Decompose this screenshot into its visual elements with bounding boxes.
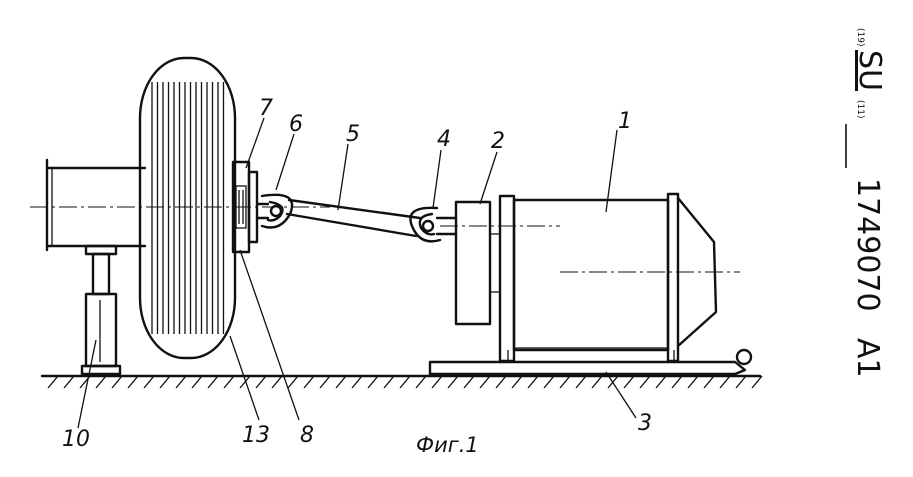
patent-kind: A1 <box>850 338 885 378</box>
jack <box>80 244 122 376</box>
figure-caption: Фиг.1 <box>416 433 479 457</box>
ground-hatch-line <box>511 375 523 389</box>
ground-hatch-line <box>383 375 395 389</box>
ground-hatch-line <box>287 375 299 389</box>
ground-hatch-line <box>655 375 667 389</box>
ground-hatch-line <box>543 375 555 389</box>
universal-joint-stand <box>409 206 458 243</box>
ground-hatch-line <box>223 375 235 389</box>
label-1: 1 <box>618 109 632 134</box>
patent-number: 1749070 <box>850 178 885 312</box>
base-frame <box>428 348 753 376</box>
ground-hatch-line <box>415 375 427 389</box>
ground-hatch-line <box>303 375 315 389</box>
ground-hatch-line <box>239 375 251 389</box>
callout-labels: 1 2 3 4 5 6 7 8 10 13 <box>62 96 652 452</box>
ground-hatch-line <box>703 375 715 389</box>
ground-hatch-line <box>159 375 171 389</box>
label-6: 6 <box>289 112 303 137</box>
ground-hatch-line <box>335 375 347 389</box>
ground-hatch-line <box>719 375 731 389</box>
drive-unit <box>512 192 718 363</box>
ground-hatch-line <box>639 375 651 389</box>
patent-identifier: (19) SU (11) 1749070 A1 <box>845 28 887 378</box>
ground-hatch-line <box>47 375 59 389</box>
label-2: 2 <box>491 129 505 154</box>
ground-hatch-line <box>95 375 107 389</box>
ground-hatch-line <box>687 375 699 389</box>
ground-hatch-line <box>191 375 203 389</box>
wheel-tire <box>138 56 237 360</box>
label-13: 13 <box>242 423 270 448</box>
ground-hatch-line <box>735 375 747 389</box>
label-4: 4 <box>437 127 451 152</box>
axle-housing <box>45 158 147 252</box>
universal-joint-wheel <box>255 193 294 229</box>
ground-hatch-line <box>463 375 475 389</box>
ground-hatch-line <box>431 375 443 389</box>
ground-hatch-line <box>479 375 491 389</box>
label-7: 7 <box>259 96 273 121</box>
country-prefix: (19) <box>855 28 865 46</box>
ground-hatch-line <box>671 375 683 389</box>
label-3: 3 <box>638 411 652 436</box>
ground-hatch-line <box>559 375 571 389</box>
ground-hatch-line <box>527 375 539 389</box>
ground-hatch-line <box>127 375 139 389</box>
label-5: 5 <box>346 122 360 147</box>
ground-hatch-line <box>495 375 507 389</box>
label-8: 8 <box>300 423 314 448</box>
country-code: SU <box>852 50 887 91</box>
ground-hatch-line <box>623 375 635 389</box>
ground-hatch-line <box>111 375 123 389</box>
ground-hatch-line <box>351 375 363 389</box>
ground-hatch-line <box>447 375 459 389</box>
ground-hatch-line <box>175 375 187 389</box>
cardan-shaft <box>285 198 422 238</box>
ground-hatch-line <box>575 375 587 389</box>
ground <box>40 374 763 389</box>
ground-hatch-line <box>63 375 75 389</box>
ground-hatch-line <box>367 375 379 389</box>
ground-hatch-line <box>591 375 603 389</box>
ground-hatch-line <box>751 375 763 389</box>
ground-hatch-line <box>143 375 155 389</box>
ground-hatch-line <box>399 375 411 389</box>
ground-hatch-line <box>255 375 267 389</box>
ground-hatch-line <box>319 375 331 389</box>
label-10: 10 <box>62 427 90 452</box>
ground-hatch-line <box>207 375 219 389</box>
ground-hatch-line <box>271 375 283 389</box>
leader-lines <box>77 117 637 429</box>
number-prefix: (11) <box>855 100 865 118</box>
coupling-flange <box>454 194 516 363</box>
